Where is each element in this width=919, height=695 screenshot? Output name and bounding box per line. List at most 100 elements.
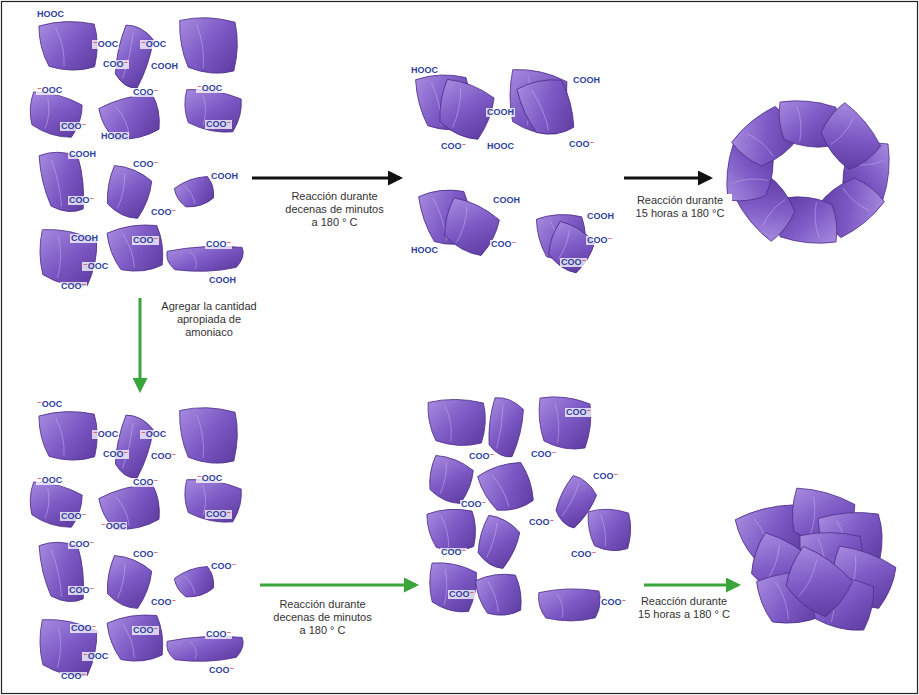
sheet-body: [37, 229, 98, 288]
sheet-body: [777, 545, 856, 621]
sheet-fold: [185, 575, 196, 594]
graphene-sheet: [102, 164, 155, 221]
sheet-body: [542, 220, 598, 276]
functional-group: ⁻OOC: [36, 476, 63, 485]
graphene-sheet: [730, 169, 804, 243]
sheet-body: [538, 586, 602, 624]
functional-group: COO⁻: [600, 598, 627, 607]
sheet-body: [98, 478, 166, 537]
functional-group: COO⁻: [132, 478, 159, 487]
graphene-sheet: [110, 24, 157, 90]
sheet-fold: [190, 641, 197, 659]
sheet-fold: [732, 179, 767, 183]
graphene-sheet: [26, 91, 84, 140]
particle-cluster: HOOCCOOHCOOHCOO⁻HOOCCOO⁻COOHCOOHHOOCCOO⁻…: [402, 58, 622, 272]
particle-cluster: HOOC⁻OOC⁻OOCCOO⁻COOH⁻OOC⁻OOCCOO⁻COO⁻COO⁻…: [28, 6, 250, 296]
sheet-fold: [55, 626, 63, 668]
sheet-fold: [815, 202, 819, 237]
sheet-fold: [829, 118, 857, 146]
functional-group: COO⁻: [60, 282, 87, 291]
sheet-body: [516, 73, 580, 143]
sheet-fold: [56, 28, 65, 67]
functional-group: COOH: [492, 196, 521, 205]
graphene-sheet: [812, 101, 886, 175]
sheet-body: [98, 88, 166, 147]
functional-group: COOH: [68, 150, 97, 159]
sheet-body: [182, 478, 242, 523]
sheet-fold: [561, 484, 581, 516]
functional-group: HOOC: [410, 246, 439, 255]
sheet-fold: [116, 173, 128, 209]
functional-group: COO⁻: [205, 630, 232, 639]
functional-group: COOH: [208, 276, 237, 285]
particle-cluster: COO⁻COO⁻COO⁻COO⁻COO⁻COO⁻COO⁻COO⁻COO⁻COO⁻: [418, 395, 642, 645]
functional-group: COO⁻: [68, 586, 95, 595]
graphene-sheet: [476, 456, 538, 519]
functional-group: HOOC: [100, 132, 129, 141]
particle-cluster: ⁻OOC⁻OOC⁻OOCCOO⁻COO⁻⁻OOC⁻OOCCOO⁻COO⁻COO⁻…: [25, 392, 258, 690]
functional-group: COO⁻: [528, 518, 555, 527]
sheet-body: [474, 569, 525, 621]
functional-group: ⁻OOC: [92, 430, 119, 439]
sheet-fold: [121, 33, 135, 78]
graphene-sheet: [427, 562, 478, 613]
sheet-body: [812, 101, 886, 175]
sheet-body: [476, 456, 538, 519]
sheet-group: [26, 15, 898, 678]
functional-group: COO⁻: [565, 408, 592, 417]
reaction-arrow: [260, 584, 416, 587]
functional-group: COO⁻: [208, 666, 235, 675]
functional-group: COO⁻: [468, 452, 495, 461]
arrow-label: Reacción durante decenas de minutos a 18…: [268, 598, 377, 638]
sheet-fold: [51, 159, 62, 207]
sheet-body: [110, 414, 157, 480]
functional-group: ⁻OOC: [36, 86, 63, 95]
functional-group: COO⁻: [570, 550, 597, 559]
reaction-arrow: [644, 584, 738, 587]
arrow-label: Agregar la cantidad apropiada de amoniac…: [152, 300, 266, 340]
functional-group: COO⁻: [132, 236, 159, 245]
functional-group: COO⁻: [150, 208, 177, 217]
sheet-fold: [841, 186, 869, 214]
sheet-fold: [441, 515, 450, 547]
functional-group: COO⁻: [448, 590, 475, 599]
sheet-fold: [55, 236, 63, 278]
functional-group: ⁻OOC: [196, 84, 223, 93]
arrow-label: Reacción durante decenas de minutos a 18…: [280, 190, 389, 230]
sheet-fold: [532, 89, 550, 132]
sheet-fold: [450, 88, 464, 128]
functional-group: ⁻OOC: [92, 40, 119, 49]
sheet-body: [438, 196, 503, 258]
functional-group: COO⁻: [132, 88, 159, 97]
reaction-arrow: [252, 177, 400, 180]
functional-group: COO⁻: [150, 452, 177, 461]
sheet-fold: [438, 462, 449, 494]
graphene-sheet: [538, 586, 602, 624]
graphene-sheet: [424, 454, 475, 506]
functional-group: COO⁻: [530, 450, 557, 459]
functional-group: COO⁻: [102, 60, 129, 69]
sheet-body: [26, 91, 84, 140]
particle-cluster: [712, 95, 905, 250]
functional-group: COOH: [586, 212, 615, 221]
functional-group: COO⁻: [210, 562, 237, 571]
functional-group: COO⁻: [132, 626, 159, 635]
sheet-body: [179, 405, 240, 467]
sheet-body: [106, 219, 168, 278]
graphene-sheet: [539, 397, 591, 449]
sheet-body: [472, 514, 523, 571]
sheet-body: [26, 481, 84, 530]
functional-group: COO⁻: [60, 672, 87, 681]
reaction-arrow: [139, 298, 142, 390]
sheet-body: [484, 397, 526, 459]
sheet-fold: [807, 496, 818, 536]
graphene-sheet: [106, 219, 168, 278]
functional-group: COO⁻: [568, 140, 595, 149]
sheet-fold: [56, 418, 65, 457]
graphene-sheet: [98, 478, 166, 537]
sheet-fold: [442, 569, 449, 605]
functional-group: ⁻OOC: [196, 474, 223, 483]
functional-group: COOH: [150, 62, 179, 71]
